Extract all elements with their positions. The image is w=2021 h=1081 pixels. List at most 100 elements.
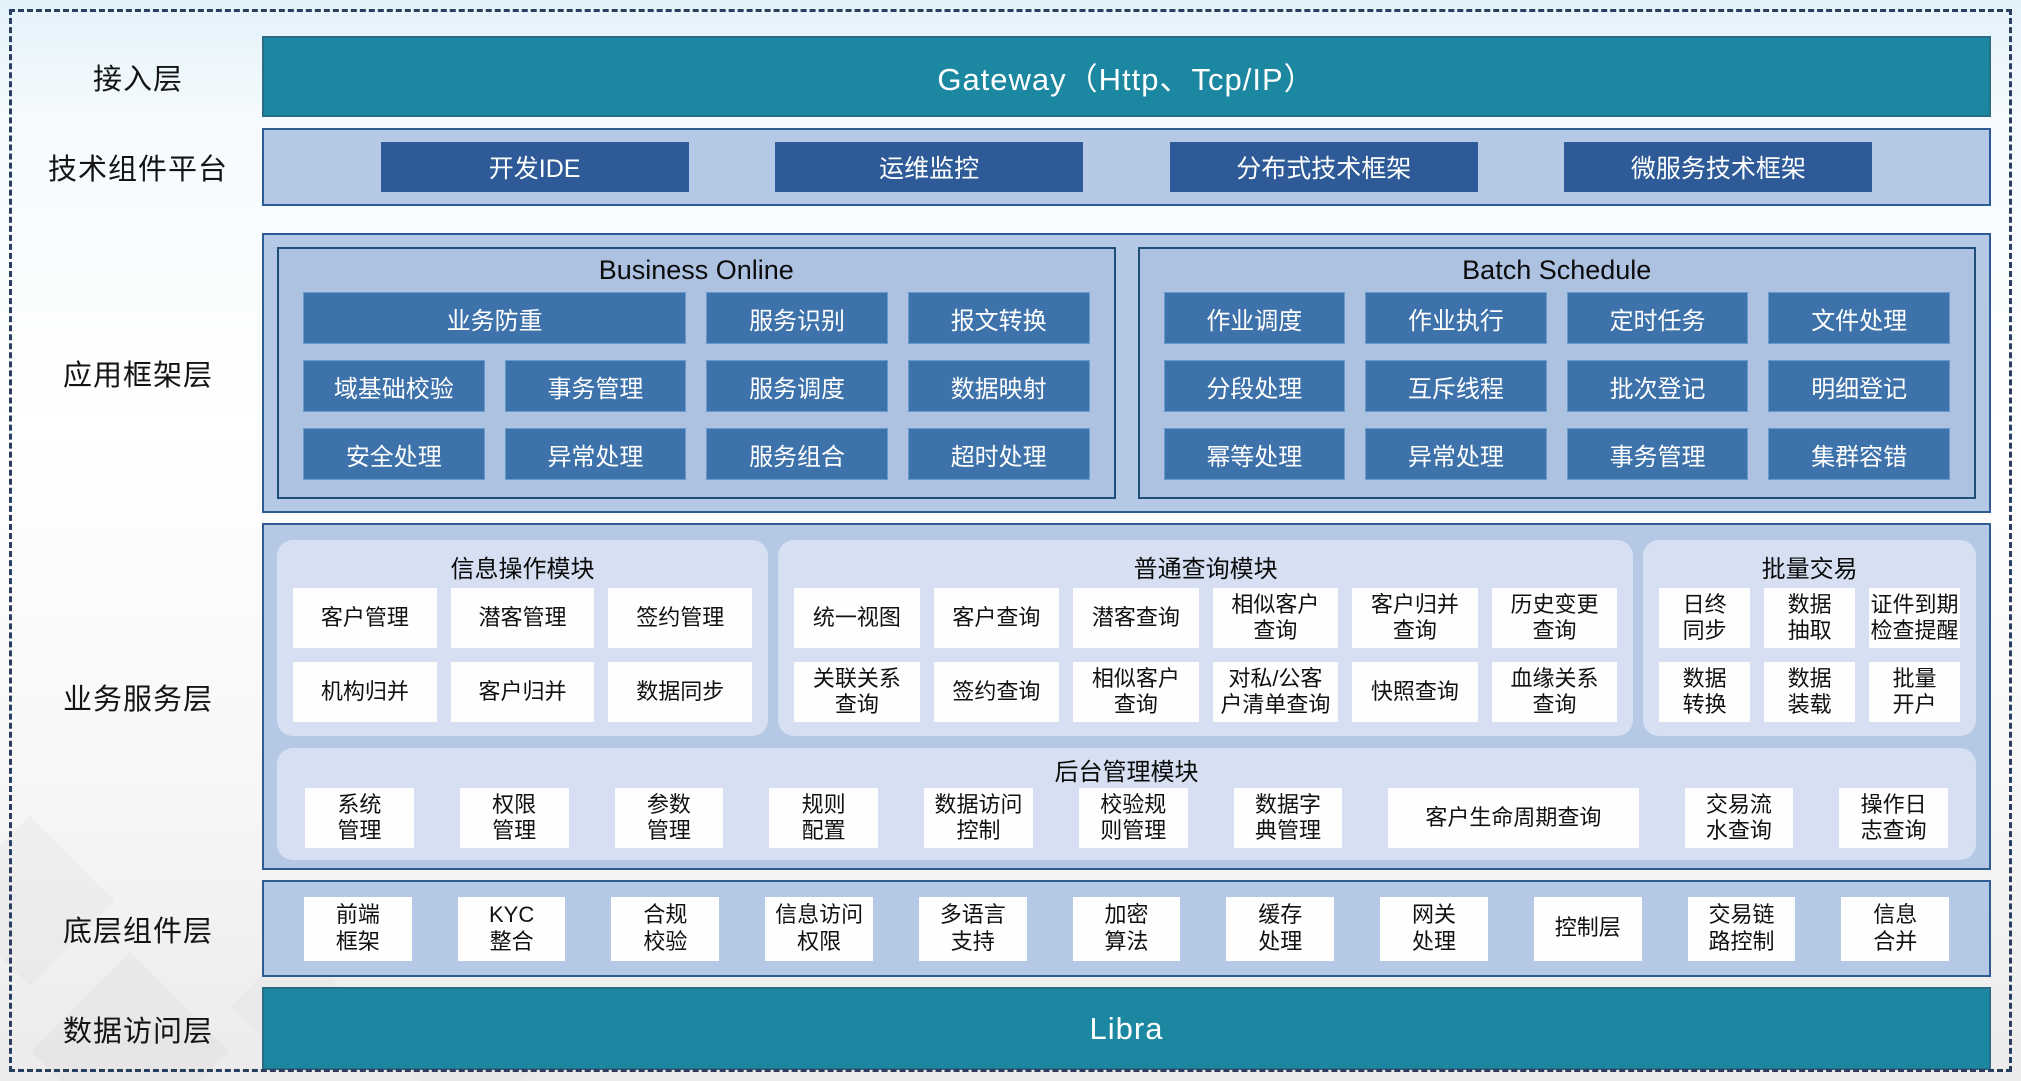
tech-platform-panel: 开发IDE 运维监控 分布式技术框架 微服务技术框架: [262, 128, 1991, 206]
info-operation-cell: 客户管理: [293, 588, 437, 648]
business-service-row: 业务服务层 信息操作模块 客户管理潜客管理签约管理机构归并客户归并数据同步 普通…: [14, 523, 1991, 870]
backend-admin-cell: 参数 管理: [614, 788, 724, 848]
base-component-cell: KYC 整合: [457, 896, 566, 961]
backend-admin-cell: 客户生命周期查询: [1388, 788, 1639, 848]
backend-admin-cell: 校验规 则管理: [1078, 788, 1188, 848]
base-component-cell: 控制层: [1533, 896, 1642, 961]
business-online-panel: Business Online 业务防重服务识别报文转换域基础校验事务管理服务调…: [277, 247, 1116, 499]
business-online-chip: 事务管理: [504, 360, 687, 412]
common-query-cell: 潜客查询: [1073, 588, 1199, 648]
base-component-cell: 信息 合并: [1841, 896, 1950, 961]
layer-label-access: 接入层: [92, 63, 183, 96]
tech-component-chip: 开发IDE: [380, 142, 689, 192]
base-component-cell: 合规 校验: [611, 896, 720, 961]
common-query-cell: 签约查询: [933, 662, 1060, 722]
batch-schedule-chip: 批次登记: [1566, 360, 1749, 412]
batch-trade-cell: 证件到期 检查提醒: [1869, 588, 1960, 648]
info-operation-module: 信息操作模块 客户管理潜客管理签约管理机构归并客户归并数据同步: [277, 540, 769, 736]
batch-trade-cell: 数据 抽取: [1764, 588, 1856, 648]
base-component-cell: 交易链 路控制: [1687, 896, 1796, 961]
batch-schedule-chip: 幂等处理: [1163, 428, 1346, 480]
business-online-chip: 域基础校验: [303, 360, 485, 412]
backend-admin-cell: 操作日 志查询: [1839, 788, 1949, 848]
batch-schedule-chip: 定时任务: [1566, 292, 1749, 344]
common-query-cell: 相似客户 查询: [1212, 588, 1339, 648]
batch-schedule-chip: 异常处理: [1365, 428, 1547, 480]
batch-schedule-chip: 集群容错: [1768, 428, 1950, 480]
batch-schedule-chip: 事务管理: [1566, 428, 1749, 480]
access-layer-row: 接入层 Gateway（Http、Tcp/IP）: [14, 36, 1991, 117]
common-query-cell: 血缘关系 查询: [1491, 662, 1618, 722]
batch-trade-module: 批量交易 日终 同步数据 抽取证件到期 检查提醒数据 转换数据 装载批量 开户: [1643, 540, 1976, 736]
common-query-cell: 相似客户 查询: [1073, 662, 1199, 722]
gateway-bar: Gateway（Http、Tcp/IP）: [262, 36, 1991, 117]
common-query-grid: 统一视图客户查询潜客查询相似客户 查询客户归并 查询历史变更 查询关联关系 查询…: [794, 588, 1618, 722]
batch-trade-title: 批量交易: [1761, 555, 1858, 583]
common-query-cell: 统一视图: [794, 588, 920, 648]
backend-admin-grid: 系统 管理权限 管理参数 管理规则 配置数据访问 控制校验规 则管理数据字 典管…: [305, 788, 1949, 848]
batch-trade-cell: 数据 转换: [1659, 662, 1751, 722]
business-online-chip: 业务防重: [303, 292, 687, 344]
common-query-cell: 客户归并 查询: [1352, 588, 1478, 648]
diagram-content: 接入层 Gateway（Http、Tcp/IP） 技术组件平台 开发IDE 运维监…: [14, 0, 1991, 1070]
info-operation-cell: 签约管理: [608, 588, 753, 648]
backend-admin-cell: 权限 管理: [459, 788, 569, 848]
business-online-chip: 安全处理: [303, 428, 485, 480]
tech-component-chip: 分布式技术框架: [1169, 142, 1478, 192]
info-operation-cell: 数据同步: [608, 662, 753, 722]
backend-admin-module: 后台管理模块 系统 管理权限 管理参数 管理规则 配置数据访问 控制校验规 则管…: [277, 748, 1976, 860]
batch-schedule-grid: 作业调度作业执行定时任务文件处理分段处理互斥线程批次登记明细登记幂等处理异常处理…: [1140, 286, 1975, 498]
backend-admin-cell: 交易流 水查询: [1684, 788, 1794, 848]
info-operation-cell: 潜客管理: [450, 588, 595, 648]
common-query-cell: 历史变更 查询: [1491, 588, 1618, 648]
business-online-grid: 业务防重服务识别报文转换域基础校验事务管理服务调度数据映射安全处理异常处理服务组…: [279, 286, 1114, 498]
data-access-row: 数据访问层 Libra: [14, 987, 1991, 1070]
common-query-cell: 关联关系 查询: [794, 662, 920, 722]
backend-admin-cell: 数据访问 控制: [924, 788, 1033, 848]
tech-platform-row: 技术组件平台 开发IDE 运维监控 分布式技术框架 微服务技术框架: [14, 128, 1991, 206]
business-service-panel: 信息操作模块 客户管理潜客管理签约管理机构归并客户归并数据同步 普通查询模块 统…: [262, 523, 1991, 870]
common-query-cell: 客户查询: [933, 588, 1060, 648]
batch-schedule-chip: 作业调度: [1163, 292, 1346, 344]
batch-trade-cell: 日终 同步: [1659, 588, 1751, 648]
business-online-chip: 服务调度: [706, 360, 888, 412]
info-operation-title: 信息操作模块: [450, 555, 595, 583]
business-online-chip: 异常处理: [504, 428, 687, 480]
backend-admin-cell: 规则 配置: [769, 788, 879, 848]
business-online-chip: 超时处理: [907, 428, 1090, 480]
batch-schedule-chip: 明细登记: [1768, 360, 1950, 412]
layer-label-data-access: 数据访问层: [62, 1015, 213, 1048]
business-online-title: Business Online: [598, 255, 794, 285]
business-online-chip: 数据映射: [907, 360, 1090, 412]
info-operation-cell: 机构归并: [293, 662, 437, 722]
base-component-cell: 前端 框架: [304, 896, 412, 961]
common-query-cell: 快照查询: [1352, 662, 1478, 722]
tech-component-chip: 微服务技术框架: [1564, 142, 1873, 192]
app-framework-panel: Business Online 业务防重服务识别报文转换域基础校验事务管理服务调…: [262, 233, 1991, 513]
batch-schedule-chip: 作业执行: [1365, 292, 1547, 344]
layer-label-tech-platform: 技术组件平台: [47, 154, 228, 186]
base-component-cell: 缓存 处理: [1226, 896, 1335, 961]
common-query-module: 普通查询模块 统一视图客户查询潜客查询相似客户 查询客户归并 查询历史变更 查询…: [778, 540, 1634, 736]
base-component-cell: 加密 算法: [1072, 896, 1181, 961]
batch-schedule-title: Batch Schedule: [1462, 255, 1652, 285]
app-framework-row: 应用框架层 Business Online 业务防重服务识别报文转换域基础校验事…: [14, 233, 1991, 513]
tech-component-chip: 运维监控: [775, 142, 1084, 192]
batch-schedule-chip: 分段处理: [1163, 360, 1346, 412]
common-query-cell: 对私/公客 户清单查询: [1212, 662, 1339, 722]
business-online-chip: 报文转换: [907, 292, 1090, 344]
service-modules-row: 信息操作模块 客户管理潜客管理签约管理机构归并客户归并数据同步 普通查询模块 统…: [277, 540, 1976, 736]
layer-label-app-framework: 应用框架层: [62, 360, 213, 392]
backend-admin-title: 后台管理模块: [1054, 758, 1199, 786]
batch-schedule-chip: 文件处理: [1768, 292, 1950, 344]
base-component-cell: 多语言 支持: [918, 896, 1027, 961]
libra-bar: Libra: [262, 987, 1991, 1070]
layer-label-business-service: 业务服务层: [62, 683, 213, 716]
base-component-cell: 网关 处理: [1380, 896, 1488, 961]
batch-schedule-chip: 互斥线程: [1365, 360, 1547, 412]
batch-trade-grid: 日终 同步数据 抽取证件到期 检查提醒数据 转换数据 装载批量 开户: [1659, 588, 1960, 722]
info-operation-cell: 客户归并: [450, 662, 595, 722]
layer-label-base-component: 底层组件层: [62, 915, 213, 948]
business-online-chip: 服务识别: [706, 292, 888, 344]
